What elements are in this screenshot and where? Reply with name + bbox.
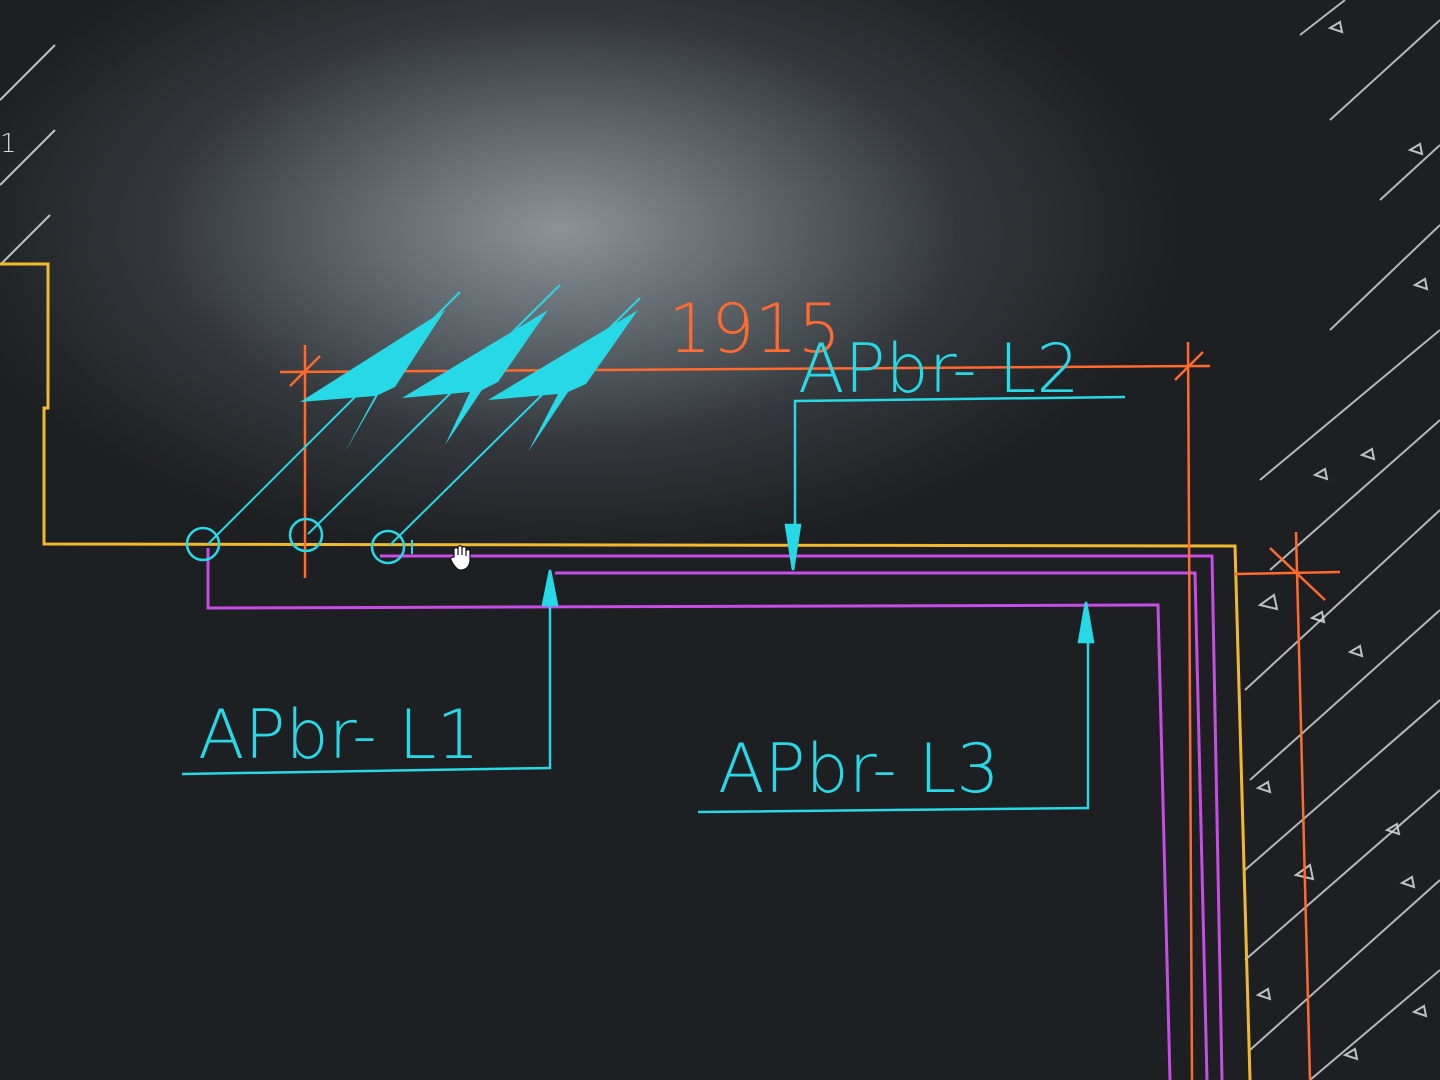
dimension-lines-orange	[279, 341, 1341, 1080]
leader-l2	[784, 395, 1126, 571]
hand-pan-cursor-icon	[450, 544, 471, 571]
lightning-bolt-icon	[300, 310, 638, 452]
right-wall-hatch	[1244, 0, 1440, 1080]
edge-marker-text: 1	[0, 129, 17, 159]
left-wall-hatch	[0, 44, 56, 266]
conduit-circles	[185, 517, 406, 565]
cable-routes-magenta	[206, 548, 1224, 1080]
concrete-triangles	[1255, 20, 1429, 1061]
leader-l3	[697, 601, 1095, 814]
leader-l1	[181, 569, 559, 776]
dimension-value-text: 1915	[668, 290, 841, 369]
label-apbr-l2[interactable]: APbr- L2	[798, 330, 1080, 409]
label-apbr-l1[interactable]: APbr- L1	[198, 696, 480, 775]
label-apbr-l3[interactable]: APbr- L3	[718, 730, 1000, 809]
bolt-leader-lines	[207, 284, 641, 546]
wall-outline-yellow	[0, 262, 1252, 1080]
